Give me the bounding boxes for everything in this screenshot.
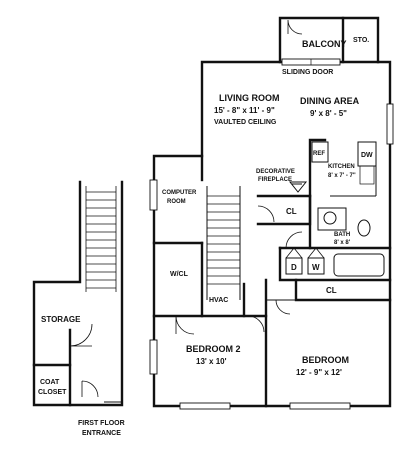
hall-closet-door (257, 205, 275, 223)
dining-area-name: DINING AREA (300, 96, 360, 106)
bedroom2-door (175, 315, 195, 335)
bedroom-size: 12' - 9" x 12' (296, 368, 342, 377)
toilet (357, 219, 371, 237)
computer-room-line2: ROOM (167, 199, 186, 205)
bath-door (285, 231, 303, 249)
ref-label: REF (313, 151, 325, 157)
walk-in-closet-label: W/CL (170, 271, 189, 278)
bath-sink (323, 211, 337, 225)
first-floor (32, 180, 124, 407)
bedroom2-name: BEDROOM 2 (186, 344, 241, 354)
balcony-label: BALCONY (302, 39, 347, 49)
computer-room-line1: COMPUTER (162, 190, 197, 196)
balcony-door-swing (287, 19, 303, 35)
washer-box (307, 257, 325, 275)
coat-closet-line1: COAT (40, 379, 60, 386)
dw-label: DW (361, 152, 373, 159)
fireplace-line1: DECORATIVE (256, 169, 295, 175)
kitchen-sink (359, 165, 375, 185)
hall-closet-label: CL (286, 207, 297, 216)
bedroom2-window (149, 339, 158, 375)
interior-stairs (207, 195, 240, 285)
bedroom2-size: 13' x 10' (196, 357, 227, 366)
laundry-walls (278, 246, 392, 282)
second-floor (149, 16, 394, 410)
storage-label: STORAGE (41, 315, 81, 324)
balcony-storage-label: STO. (353, 37, 369, 44)
balcony-walls (278, 16, 380, 64)
kitchen-name: KITCHEN (328, 164, 355, 170)
dryer-label: D (291, 263, 297, 272)
washer-label: W (312, 263, 320, 272)
hvac-door (247, 315, 265, 333)
living-room-size: 15' - 8" x 11' - 9" (214, 106, 275, 115)
fireplace-line2: FIREPLACE (258, 177, 292, 183)
linen-closet-label: CL (326, 286, 337, 295)
hall-closet-walls (256, 194, 312, 226)
dryer-box (285, 257, 303, 275)
computer-room-window (149, 179, 158, 211)
bedroom-name: BEDROOM (302, 355, 349, 365)
first-floor-stairs (85, 186, 117, 292)
coat-closet-door (81, 380, 99, 398)
entrance-line2: ENTRANCE (82, 430, 121, 437)
entrance-line1: FIRST FLOOR (78, 420, 125, 427)
living-room-note: VAULTED CEILING (214, 119, 277, 126)
bedroom-door (275, 299, 291, 315)
kitchen-wall (308, 138, 327, 198)
dining-window (386, 103, 394, 145)
first-floor-walls (32, 180, 124, 407)
refrigerator (311, 141, 329, 163)
dining-area-size: 9' x 8' - 5" (310, 109, 347, 118)
sliding-door-label: SLIDING DOOR (282, 69, 333, 76)
coat-closet-line2: CLOSET (38, 389, 67, 396)
bedroom2-bottom-window (179, 402, 231, 410)
hvac-label: HVAC (209, 297, 228, 304)
storage-door (69, 323, 93, 347)
bath-name: BATH (334, 232, 350, 238)
fireplace (288, 181, 308, 193)
kitchen-size: 8' x 7' - 7" (328, 173, 356, 179)
linen-closet-walls (294, 278, 392, 302)
living-room-name: LIVING ROOM (219, 93, 280, 103)
bedroom-window (289, 402, 351, 410)
bathtub (333, 253, 385, 277)
bath-size: 8' x 8' (334, 240, 351, 246)
